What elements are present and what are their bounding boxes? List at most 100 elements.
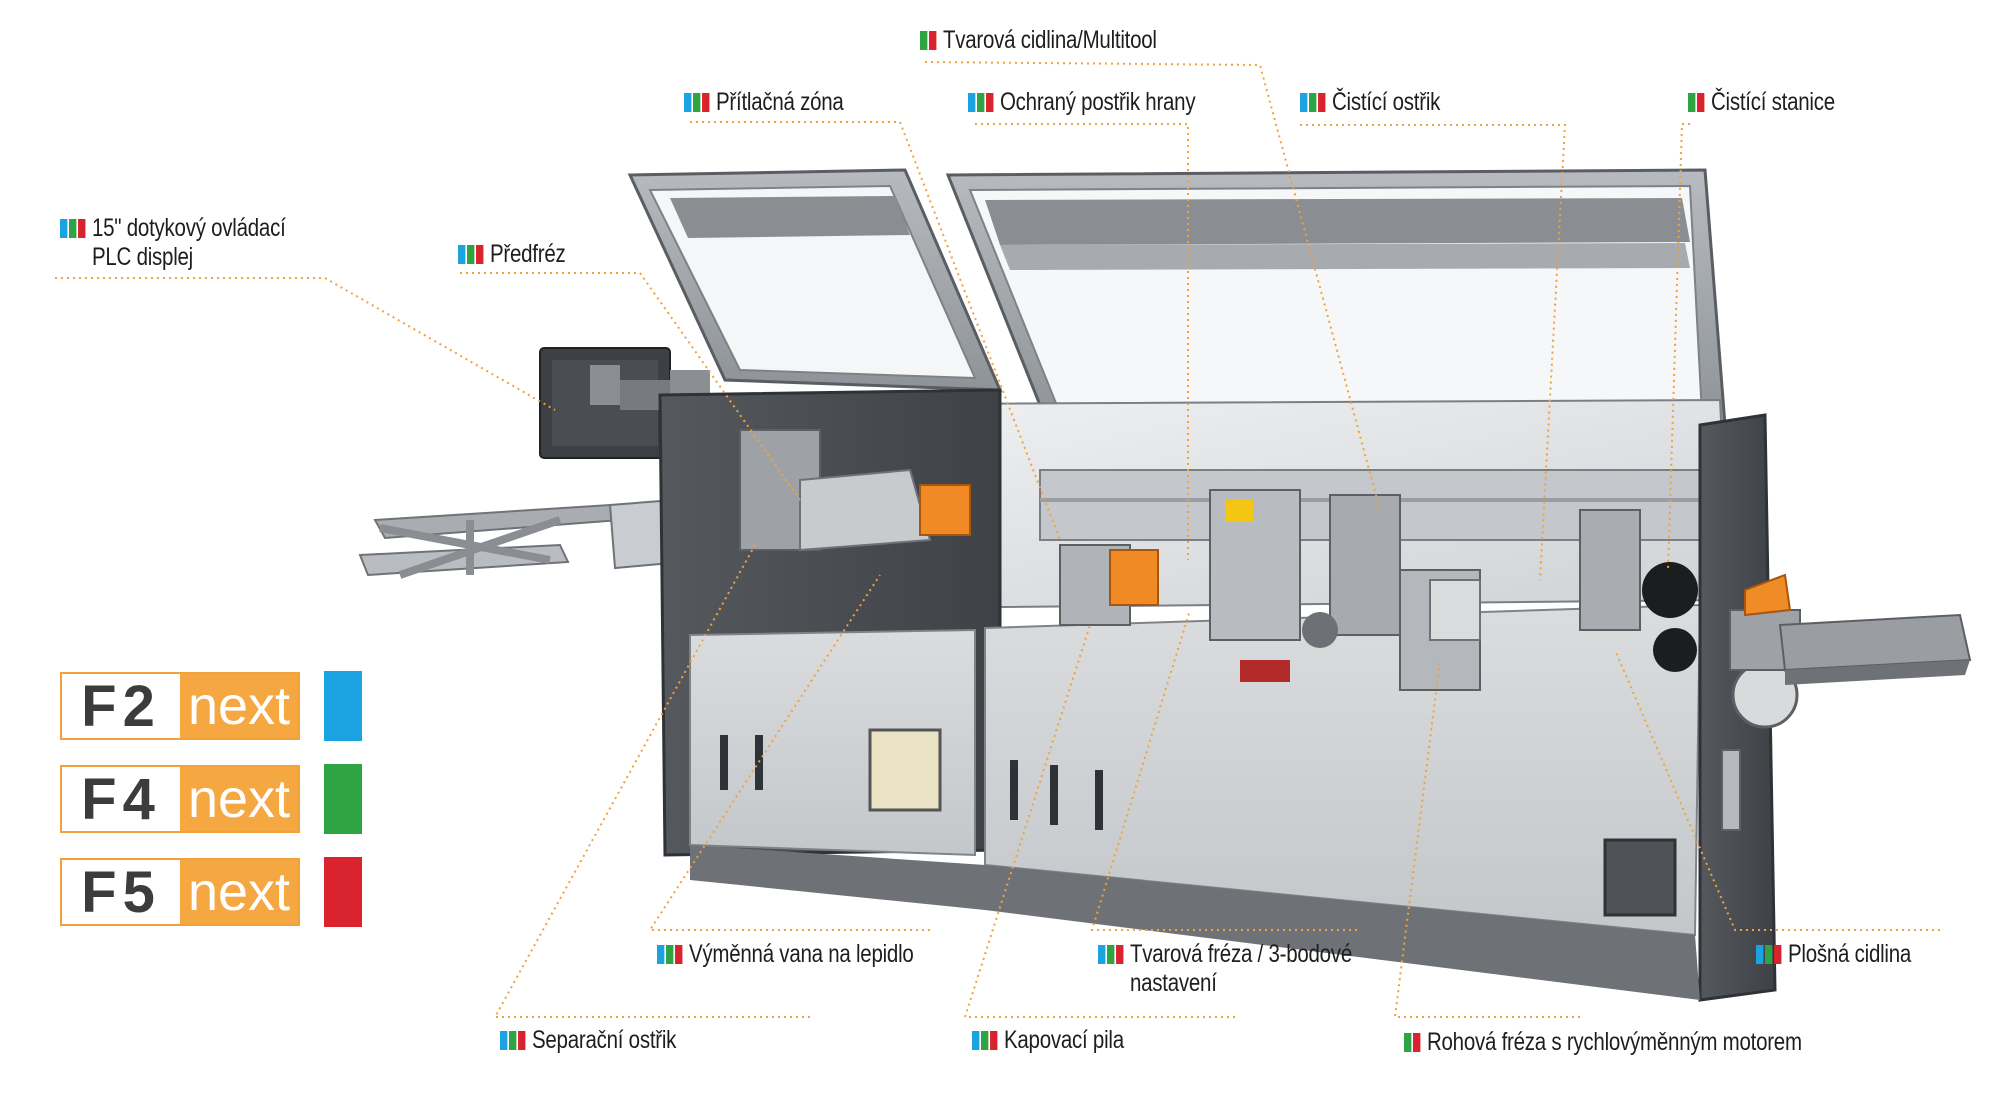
variant-green [509, 1031, 517, 1050]
variant-red [1116, 945, 1124, 964]
variant-green [467, 245, 475, 264]
callout-separacni-ostrik: Separační ostřik [500, 1026, 676, 1055]
variant-red [990, 1031, 998, 1050]
callout-text: Kapovací pila [1003, 1026, 1124, 1054]
variant-blue [968, 93, 976, 112]
leader-lines [55, 61, 1940, 1018]
callout-text: Přítlačná zóna [715, 88, 844, 116]
variant-green [981, 1031, 989, 1050]
variant-squares [500, 1031, 526, 1050]
callout-text: Čistící stanice [1710, 88, 1835, 116]
variant-green [1107, 945, 1115, 964]
variant-red [518, 1031, 526, 1050]
leader-plc-displej [55, 277, 556, 411]
variant-red [476, 245, 484, 264]
legend-model: F5 [81, 859, 161, 925]
callout-kapovaci-pila: Kapovací pila [972, 1026, 1124, 1055]
leader-tvarova-freza [1090, 609, 1357, 931]
variant-green [693, 93, 701, 112]
variant-squares [458, 245, 484, 264]
leader-plosna-cidlina [1614, 649, 1940, 931]
variant-blue [500, 1031, 508, 1050]
legend-item-f4: F4 next [60, 765, 300, 833]
callout-text: Ochraný postřik hrany [999, 88, 1196, 116]
legend-item-f2: F2 next [60, 672, 300, 740]
variant-squares [657, 945, 683, 964]
variant-squares [684, 93, 710, 112]
callout-pritlacna-zona: Přítlačná zóna [684, 88, 844, 117]
variant-blue [1300, 93, 1308, 112]
variant-squares [1688, 93, 1705, 112]
machine-body [627, 168, 1801, 1002]
leader-cistici-stanice [1667, 123, 1690, 571]
legend-swatch-blue [324, 671, 362, 741]
variant-squares [968, 93, 994, 112]
variant-red [1697, 93, 1705, 112]
leader-predfrez [460, 272, 801, 501]
legend-swatch-green [324, 764, 362, 834]
callout-text: Výměnná vana na lepidlo [688, 940, 914, 968]
variant-squares [972, 1031, 998, 1050]
callout-text-line2: nastavení [1129, 969, 1217, 997]
variant-green [920, 31, 928, 50]
leader-rohova-freza [1393, 659, 1580, 1018]
callout-predfrez: Předfréz [458, 240, 566, 269]
variant-squares [1098, 945, 1124, 964]
callout-tvarova-cidlina: Tvarová cidlina/Multitool [920, 26, 1157, 55]
callout-text: Plošná cidlina [1787, 940, 1912, 968]
variant-squares [920, 31, 937, 50]
legend-variant: next [180, 860, 298, 924]
variant-red [1774, 945, 1782, 964]
callout-ochrany-postrik: Ochraný postřik hrany [968, 88, 1196, 117]
legend-model: F4 [81, 766, 161, 832]
legend-swatch-red [324, 857, 362, 927]
variant-squares [1300, 93, 1326, 112]
callout-text: Separační ostřik [531, 1026, 677, 1054]
callout-text-line2: PLC displej [91, 243, 193, 271]
outfeed-conveyor [1778, 613, 1972, 685]
callout-text: Čistící ostřik [1331, 88, 1441, 116]
variant-red [929, 31, 937, 50]
variant-red [675, 945, 683, 964]
legend-model: F2 [81, 673, 161, 739]
variant-green [1309, 93, 1317, 112]
variant-blue [60, 219, 68, 238]
variant-squares [1404, 1033, 1421, 1052]
variant-red [986, 93, 994, 112]
variant-blue [1756, 945, 1764, 964]
variant-squares [1756, 945, 1782, 964]
callout-rohova-freza: Rohová fréza s rychlovýměnným motorem [1404, 1028, 1802, 1057]
leader-pritlacna-zona [690, 121, 1061, 541]
callout-text-line1: 15" dotykový ovládací [91, 214, 286, 242]
variant-red [702, 93, 710, 112]
leader-cistici-ostrik [1300, 124, 1567, 581]
variant-red [1413, 1033, 1421, 1052]
callout-cistici-ostrik: Čistící ostřik [1300, 88, 1440, 117]
variant-green [977, 93, 985, 112]
callout-cistici-stanice: Čistící stanice [1688, 88, 1835, 117]
callout-text-line1: Tvarová fréza / 3-bodové [1129, 940, 1352, 968]
variant-squares [60, 219, 86, 238]
variant-red [1318, 93, 1326, 112]
callout-plosna-cidlina: Plošná cidlina [1756, 940, 1911, 969]
leader-kapovaci-pila [963, 624, 1235, 1018]
legend-variant: next [180, 674, 298, 738]
variant-red [78, 219, 86, 238]
variant-green [1688, 93, 1696, 112]
variant-blue [1098, 945, 1106, 964]
callout-text: Tvarová cidlina/Multitool [942, 26, 1157, 54]
variant-blue [657, 945, 665, 964]
legend-variant: next [180, 767, 298, 831]
variant-green [69, 219, 77, 238]
variant-blue [684, 93, 692, 112]
variant-green [666, 945, 674, 964]
callout-text: Předfréz [489, 240, 566, 268]
variant-green [1404, 1033, 1412, 1052]
variant-blue [458, 245, 466, 264]
callout-text: Rohová fréza s rychlovýměnným motorem [1426, 1028, 1802, 1056]
leader-tvarova-cidlina [924, 61, 1381, 511]
